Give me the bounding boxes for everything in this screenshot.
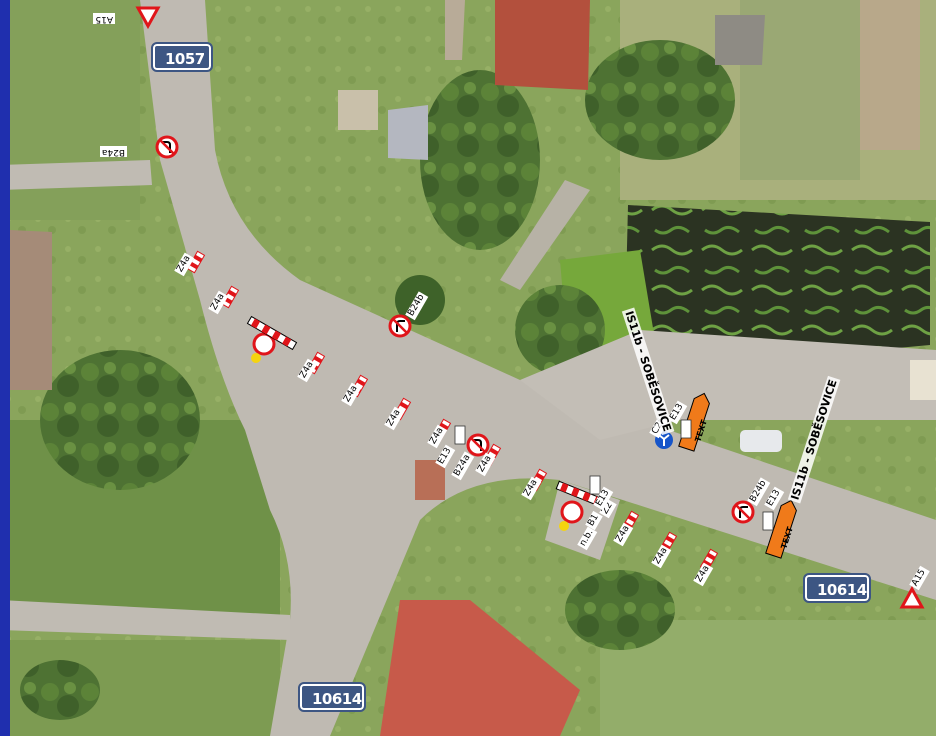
yield-warning-triangle-icon[interactable] [899,585,925,609]
info-plate [680,419,692,439]
info-plate [589,475,601,495]
info-plate [762,511,774,531]
road-number-badge-10614-bottom: 10614 [298,682,366,712]
no-left-turn-sign-icon[interactable] [466,433,490,457]
road-number-badge-1057: 1057 [151,42,213,72]
yield-warning-triangle-icon[interactable] [135,6,161,30]
road-closed-sign-icon[interactable] [251,332,276,363]
no-right-turn-sign-icon[interactable] [388,314,412,338]
sign-label-b24a-top: B24a [99,146,127,157]
road-closed-sign-icon[interactable] [559,500,584,531]
road-number-badge-10614-right: 10614 [803,573,871,603]
sign-label-a15-top: A15 [93,13,115,24]
orange-direction-tag-right [765,499,797,559]
beacon-markers [186,250,719,572]
traffic-barrier-icon[interactable] [246,315,298,351]
no-left-turn-sign-icon[interactable] [155,135,179,159]
info-plate [454,425,466,445]
no-right-turn-sign-icon[interactable] [731,500,755,524]
